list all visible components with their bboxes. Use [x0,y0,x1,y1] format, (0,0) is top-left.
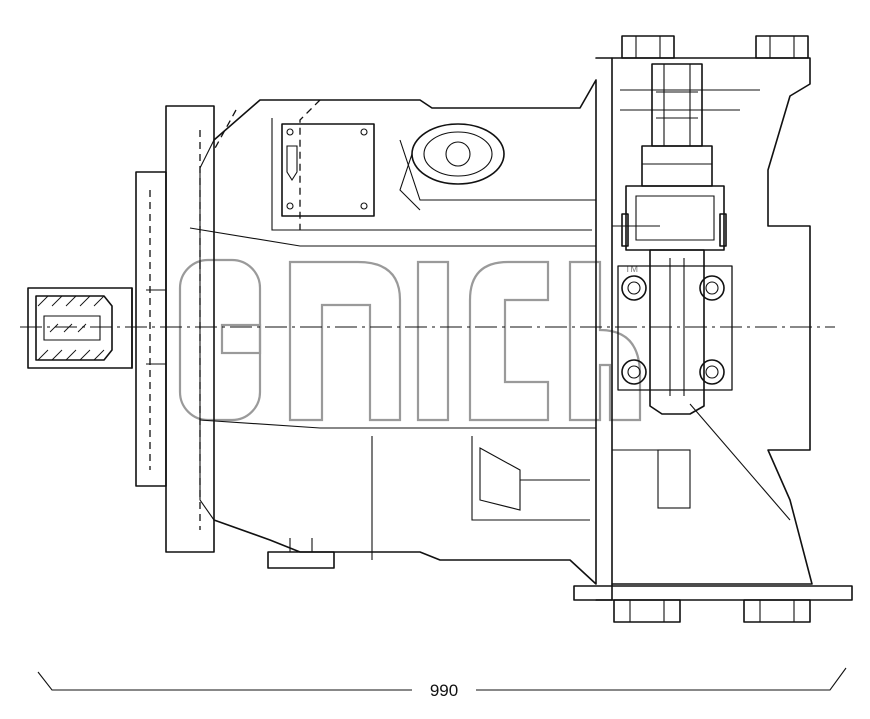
mounting-flange [165,105,215,553]
control-valve [617,63,733,415]
foot-plate [573,585,853,623]
front-pilot [131,171,167,487]
drain-boss [267,538,335,569]
dimension-label: 990 [430,681,458,700]
drive-shaft [27,287,133,369]
overall-dimension: 990 [37,667,847,700]
upper-bolts [621,35,809,59]
main-housing [189,79,597,585]
name-plate [281,123,375,217]
watermark-logo: TM [178,258,642,422]
watermark-trademark: TM [625,264,638,274]
port-boss [399,123,505,211]
